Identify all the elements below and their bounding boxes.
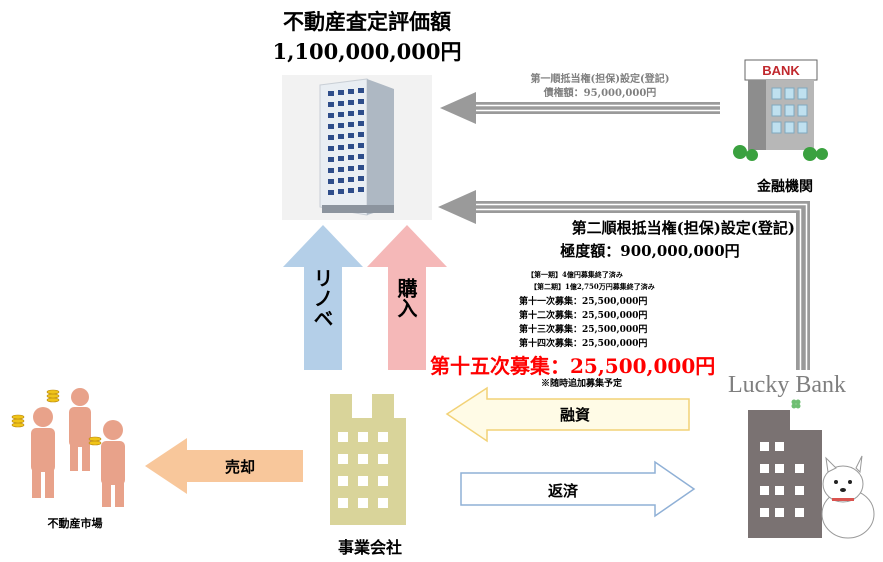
coin-stack-icons	[11, 389, 102, 446]
first-lien-line1: 第一順抵当権(担保)設定(登記)	[530, 74, 670, 85]
sale-label: 売却	[224, 458, 255, 476]
market-people-icon	[11, 388, 125, 507]
offering-history-2: 【第二期】1億2,750万円募集終了済み	[530, 282, 655, 291]
valuation-amount: 1,100,000,000円	[272, 39, 462, 64]
company-building-icon	[330, 394, 406, 525]
bank-building-icon: BANK	[733, 59, 828, 161]
offering-history-6: 第十四次募集：25,500,000円	[519, 339, 648, 349]
financing-label: 融資	[559, 406, 590, 424]
renovation-label: リノベ	[310, 268, 334, 328]
market-label: 不動産市場	[47, 517, 103, 530]
purchase-label: 購入	[394, 278, 418, 318]
valuation-title: 不動産査定評価額	[283, 9, 451, 34]
bank-label: 金融機関	[757, 179, 813, 195]
first-lien-line2: 債権額：95,000,000円	[543, 88, 657, 99]
current-offering: 第十五次募集：25,500,000円	[430, 354, 716, 378]
financing-arrow	[445, 386, 690, 443]
offering-history-4: 第十二次募集：25,500,000円	[519, 311, 648, 321]
offering-history-5: 第十三次募集：25,500,000円	[519, 325, 648, 335]
bank-sign: BANK	[762, 63, 800, 78]
offering-history-1: 【第一期】4億円募集終了済み	[527, 270, 623, 279]
lucky-bank-building-icon	[748, 410, 875, 539]
offering-note: ※随時追加募集予定	[541, 379, 623, 389]
renovation-arrow	[283, 225, 363, 370]
apartment-building-image	[282, 75, 432, 220]
purchase-arrow	[367, 225, 447, 370]
lucky-bank-logo: Lucky Bank	[728, 372, 846, 398]
offering-history-3: 第十一次募集：25,500,000円	[519, 297, 648, 307]
repayment-arrow	[460, 460, 696, 518]
lucky-clover-icon	[791, 399, 801, 409]
apartment-windows	[328, 88, 364, 195]
sale-arrow	[145, 438, 303, 494]
dog-mascot-icon	[821, 455, 875, 539]
apartment-building-icon	[319, 78, 394, 216]
second-lien-line2: 極度額：900,000,000円	[560, 242, 740, 260]
company-label: 事業会社	[337, 538, 402, 557]
repayment-label: 返済	[547, 482, 578, 500]
second-lien-line1: 第二順根抵当権(担保)設定(登記)	[571, 219, 795, 237]
